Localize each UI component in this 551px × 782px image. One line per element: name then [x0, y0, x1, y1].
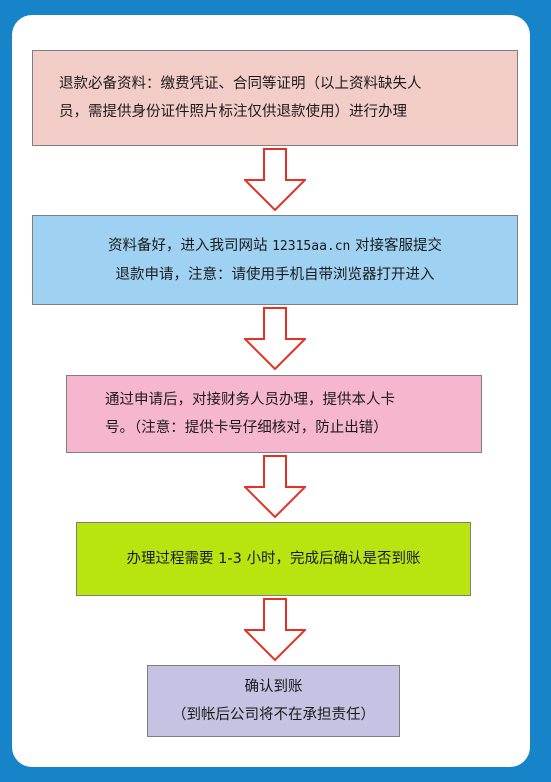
step-3-line-2: 号。（注意：提供卡号仔细核对，防止出错）: [105, 420, 388, 436]
step-4-box: 办理过程需要 1-3 小时，完成后确认是否到账: [76, 522, 471, 596]
step-1-box: 退款必备资料：缴费凭证、合同等证明（以上资料缺失人 员，需提供身份证件照片标注仅…: [32, 50, 518, 146]
down-arrow-icon: [244, 307, 306, 371]
step-2-line-1: 资料备好，进入我司网站 12315aa.cn 对接客服提交: [53, 232, 497, 261]
down-arrow-icon: [244, 148, 306, 212]
step-2-line-1-prefix: 资料备好，进入我司网站: [108, 237, 273, 254]
down-arrow-icon: [244, 598, 306, 662]
step-3-box: 通过申请后，对接财务人员办理，提供本人卡 号。（注意：提供卡号仔细核对，防止出错…: [66, 375, 482, 453]
step-5-box: 确认到账 （到帐后公司将不在承担责任）: [147, 665, 400, 737]
website-address: 12315aa.cn: [272, 238, 351, 254]
step-4-line-1: 办理过程需要 1-3 小时，完成后确认是否到账: [126, 551, 421, 567]
step-2-line-1-suffix: 对接客服提交: [350, 237, 442, 254]
step-1-line-1: 退款必备资料：缴费凭证、合同等证明（以上资料缺失人: [59, 76, 422, 92]
step-2-line-2: 退款申请，注意：请使用手机自带浏览器打开进入: [115, 266, 435, 283]
step-5-line-1: 确认到账: [244, 679, 303, 695]
step-5-line-2: （到帐后公司将不在承担责任）: [172, 707, 375, 723]
step-2-box: 资料备好，进入我司网站 12315aa.cn 对接客服提交 退款申请，注意：请使…: [32, 215, 518, 305]
step-1-line-2: 员，需提供身份证件照片标注仅供退款使用）进行办理: [59, 104, 407, 120]
down-arrow-icon: [244, 455, 306, 519]
step-3-line-1: 通过申请后，对接财务人员办理，提供本人卡: [105, 392, 395, 408]
